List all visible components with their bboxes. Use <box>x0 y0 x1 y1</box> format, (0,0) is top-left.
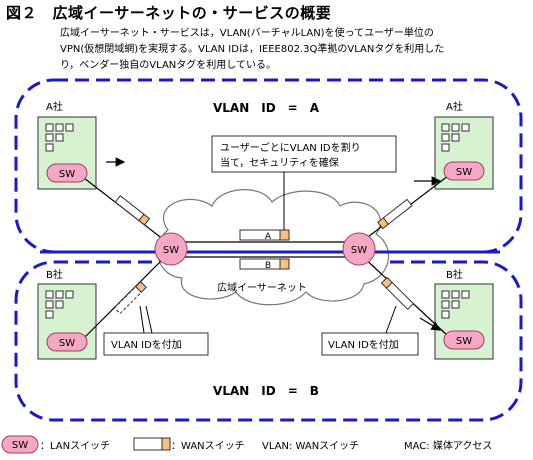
svg-text:SW: SW <box>456 167 472 178</box>
svg-text:SW: SW <box>163 245 179 256</box>
callout-add-vlan-left: VLAN IDを付加 <box>103 305 209 356</box>
svg-text:SW: SW <box>59 169 75 180</box>
arrow-b-right <box>419 317 442 331</box>
svg-text:VLAN IDを付加: VLAN IDを付加 <box>111 338 182 351</box>
frame-b-left <box>113 281 147 315</box>
callout-user-vlan-line1: ユーザーごとにVLAN IDを割り <box>220 141 361 154</box>
tag-a-label: A <box>265 232 272 242</box>
vlan-a-boundary <box>14 78 523 254</box>
lan-switch-a-left: SW <box>46 163 88 183</box>
svg-text:VLAN IDを付加: VLAN IDを付加 <box>328 338 399 351</box>
company-b-right-label: B社 <box>446 268 463 281</box>
lan-switch-a-right: SW <box>443 161 485 181</box>
lan-switch-b-right: SW <box>443 330 485 350</box>
legend: SW ：LANスイッチ ：WANスイッチ VLAN: WANスイッチ MAC: … <box>1 435 492 454</box>
svg-text:SW: SW <box>456 336 472 347</box>
vlan-b-label: VLAN ID = B <box>213 384 319 398</box>
frame-b-right <box>380 276 415 311</box>
description-line: り，ベンダー独自のVLANタグを利用している。 <box>60 60 276 71</box>
wan-switch-right: SW <box>342 232 376 266</box>
legend-wan-switch-text: ：WANスイッチ <box>171 440 245 452</box>
trunk-frame-a: A <box>239 229 290 242</box>
legend-lan-switch-text: ：LANスイッチ <box>40 440 110 452</box>
lan-switch-b-left: SW <box>46 332 88 352</box>
trunk-frame-b: B <box>239 258 290 271</box>
frame-a-left <box>114 195 151 226</box>
legend-mac-text: MAC: 媒体アクセス <box>404 440 492 452</box>
figure-description: 広域イーサーネット・サービスは，VLAN(バーチャルLAN)を使ってユーザー単位… <box>60 26 526 74</box>
network-label: 広域イーサーネット <box>217 281 307 294</box>
description-line: 広域イーサーネット・サービスは，VLAN(バーチャルLAN)を使ってユーザー単位… <box>60 28 434 39</box>
figure-title: 図２ 広域イーサーネットの・サービスの概要 <box>6 4 332 22</box>
company-b-left-label: B社 <box>46 268 63 281</box>
callout-user-vlan: ユーザーごとにVLAN IDを割り 当て，セキュリティを確保 <box>211 135 397 230</box>
description-line: VPN(仮想閉域網)を実現する。VLAN IDは，IEEE802.3Q準拠のVL… <box>60 44 445 55</box>
wan-cloud <box>157 189 390 306</box>
company-a-left-label: A社 <box>46 100 63 113</box>
wan-switch-left: SW <box>154 232 188 266</box>
tag-b-label: B <box>265 261 271 271</box>
svg-text:SW: SW <box>59 338 75 349</box>
legend-lan-switch: SW ：LANスイッチ <box>1 435 110 454</box>
company-a-right-label: A社 <box>446 100 463 113</box>
callout-user-vlan-line2: 当て，セキュリティを確保 <box>220 156 339 169</box>
frame-a-right <box>377 198 413 230</box>
vlan-a-label: VLAN ID = A <box>213 101 320 115</box>
svg-text:SW: SW <box>351 245 367 256</box>
svg-text:SW: SW <box>12 440 28 451</box>
legend-wan-switch: ：WANスイッチ <box>133 437 245 452</box>
legend-vlan-text: VLAN: WANスイッチ <box>262 440 359 452</box>
callout-add-vlan-right: VLAN IDを付加 <box>321 305 419 356</box>
